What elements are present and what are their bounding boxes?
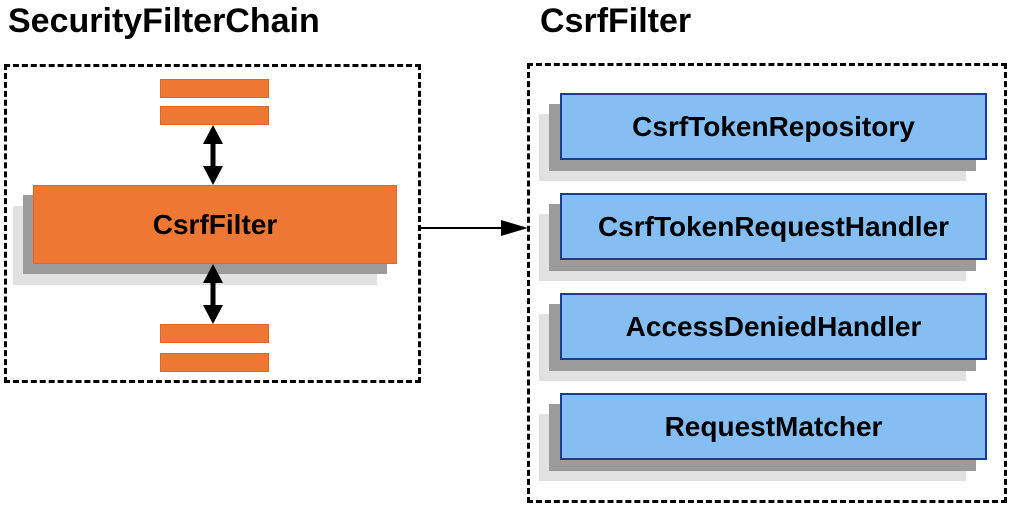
component-box-csrf-token-request-handler: CsrfTokenRequestHandler [560,193,987,260]
component-label: CsrfTokenRepository [632,110,915,142]
filter-placeholder-bar [160,106,269,125]
component-label: CsrfTokenRequestHandler [597,210,950,242]
component-box-request-matcher: RequestMatcher [560,393,987,460]
security-filter-chain-title: SecurityFilterChain [8,2,320,40]
component-box-csrf-token-repository: CsrfTokenRepository [560,93,987,160]
component-label: RequestMatcher [664,410,883,442]
bidirectional-arrow-icon [203,264,223,324]
filter-placeholder-bar [160,79,269,98]
component-box-access-denied-handler: AccessDeniedHandler [560,293,987,360]
bidirectional-arrow-icon [203,125,223,185]
filter-placeholder-bar [160,324,269,343]
component-label: AccessDeniedHandler [625,310,922,342]
csrf-filter-title: CsrfFilter [540,2,692,40]
csrf-filter-components-container: CsrfTokenRepository CsrfTokenRequestHand… [527,63,1007,503]
filter-placeholder-bar [160,353,269,372]
security-filter-chain-container: CsrfFilter [4,64,421,383]
csrf-filter-box-label: CsrfFilter [152,208,278,240]
flow-arrow-icon [421,220,528,236]
csrf-filter-box: CsrfFilter [33,185,397,264]
